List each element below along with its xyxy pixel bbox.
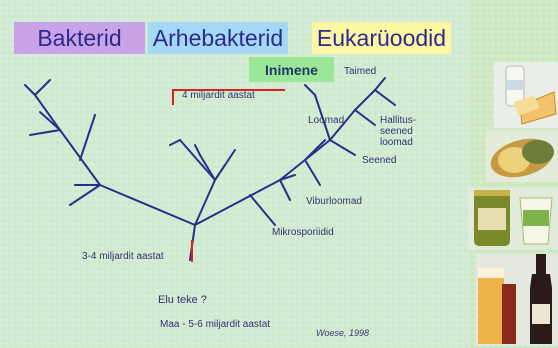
label-mikrosporiidid: Mikrosporiidid xyxy=(272,227,334,238)
label-viburloomad: Viburloomad xyxy=(306,196,362,207)
label-taimed: Taimed xyxy=(344,66,376,77)
label-3-4-billion: 3-4 miljardit aastat xyxy=(82,251,164,262)
label-elu-teke: Elu teke ? xyxy=(158,294,207,306)
bread-loaf-photo xyxy=(486,130,558,182)
milk-cheese-photo xyxy=(494,62,558,128)
label-4-billion: 4 miljardit aastat xyxy=(182,90,255,101)
phylogenetic-tree xyxy=(0,0,470,348)
inimene-highlight: Inimene xyxy=(249,57,334,82)
label-maa-vanus: Maa - 5-6 miljardit aastat xyxy=(160,319,270,330)
archaea-branch xyxy=(195,180,215,225)
eukaryote-branch xyxy=(195,180,280,225)
bacteria-main-branch xyxy=(100,185,195,225)
citation: Woese, 1998 xyxy=(316,328,369,338)
beer-wine-photo xyxy=(476,254,558,346)
label-loomad: Loomad xyxy=(308,115,344,126)
label-seened: Seened xyxy=(362,155,396,166)
label-hallitusseened: Hallitus-seened loomad xyxy=(380,115,440,148)
pickles-yogurt-jars-photo xyxy=(468,188,558,250)
